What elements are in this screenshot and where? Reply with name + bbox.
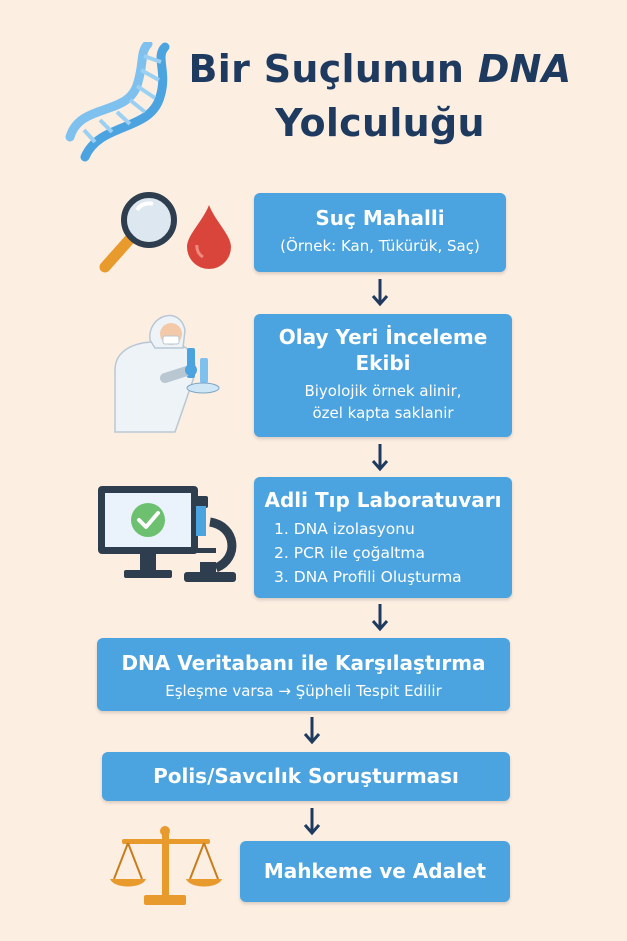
- step-forensic-lab-title: Adli Tıp Laboratuvarı: [264, 488, 502, 512]
- step-crime-scene-team-title-1: Olay Yeri İnceleme: [278, 325, 488, 349]
- computer-check-icon: [98, 486, 198, 578]
- page-title: Bir Suçlunun DNA Yolculuğu: [170, 42, 590, 150]
- step-forensic-lab-item: 1. DNA izolasyonu: [274, 520, 415, 538]
- arrow-down-icon: [303, 808, 321, 836]
- step-forensic-lab: Adli Tıp Laboratuvarı 1. DNA izolasyonu …: [254, 477, 512, 598]
- step-crime-scene-subtitle: (Örnek: Kan, Tükürük, Saç): [280, 237, 480, 255]
- step-crime-scene: Suç Mahalli (Örnek: Kan, Tükürük, Saç): [254, 193, 506, 272]
- arrow-down-icon: [371, 279, 389, 307]
- step-crime-scene-team-desc-2: özel kapta saklanir: [312, 404, 454, 422]
- step-crime-scene-team-title-2: Ekibi: [355, 351, 411, 375]
- step-database-comparison-subtitle: Eşleşme varsa → Şüpheli Tespit Edilir: [165, 682, 442, 700]
- step-police-investigation: Polis/Savcılık Soruşturması: [102, 752, 510, 801]
- blood-drop-icon: [187, 205, 231, 269]
- forensic-investigator-icon: [114, 314, 220, 433]
- title-emphasis: DNA: [477, 47, 572, 91]
- step-crime-scene-team: Olay Yeri İnceleme Ekibi Biyolojik örnek…: [254, 314, 512, 437]
- step-forensic-lab-item: 3. DNA Profili Oluşturma: [274, 568, 462, 586]
- step-crime-scene-team-desc-1: Biyolojik örnek alinir,: [304, 382, 462, 400]
- title-line2: Yolculuğu: [275, 101, 485, 145]
- step-database-comparison-title: DNA Veritabanı ile Karşılaştırma: [121, 651, 486, 675]
- step-police-investigation-title: Polis/Savcılık Soruşturması: [153, 764, 459, 788]
- dna-icon: [65, 42, 170, 162]
- step-forensic-lab-item: 2. PCR ile çoğaltma: [274, 544, 425, 562]
- arrow-down-icon: [371, 604, 389, 632]
- step-crime-scene-title: Suç Mahalli: [315, 206, 445, 230]
- arrow-down-icon: [371, 444, 389, 472]
- arrow-down-icon: [303, 717, 321, 745]
- magnifier-icon: [99, 192, 177, 273]
- step-court-justice: Mahkeme ve Adalet: [240, 841, 510, 902]
- step-court-justice-title: Mahkeme ve Adalet: [263, 859, 487, 883]
- microscope-icon: [184, 496, 237, 582]
- scales-of-justice-icon: [110, 826, 222, 905]
- step-database-comparison: DNA Veritabanı ile Karşılaştırma Eşleşme…: [97, 638, 510, 711]
- title-prefix: Bir Suçlunun: [188, 47, 478, 91]
